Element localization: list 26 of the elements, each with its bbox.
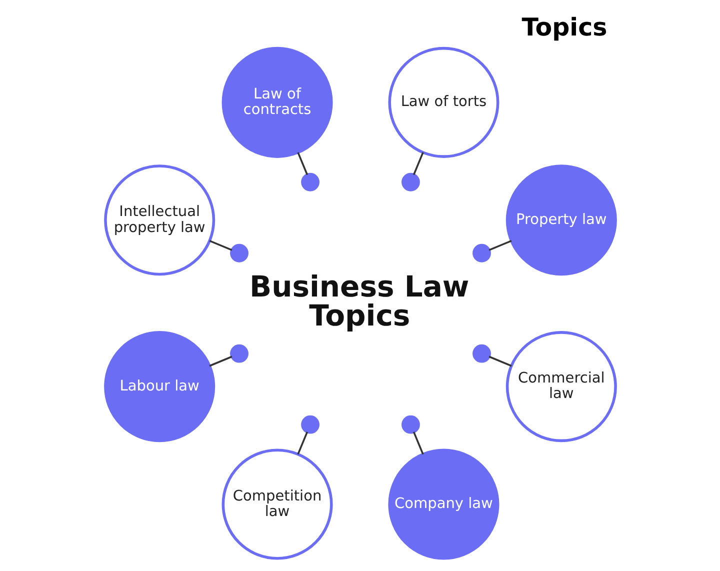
connector bbox=[488, 240, 512, 251]
node-circle: Intellectual property law bbox=[104, 164, 215, 276]
connector bbox=[488, 356, 512, 367]
connector bbox=[412, 152, 424, 176]
connector bbox=[208, 240, 232, 251]
node-circle bbox=[401, 172, 420, 192]
node-circle bbox=[472, 344, 490, 363]
node-circle: Law of torts bbox=[388, 46, 499, 158]
node-circle bbox=[230, 344, 248, 363]
node-circle bbox=[401, 415, 420, 434]
node-circle: Commercial law bbox=[505, 331, 616, 442]
connector bbox=[296, 432, 308, 455]
connector bbox=[208, 356, 232, 367]
node-circle: Labour law bbox=[104, 331, 215, 442]
connector bbox=[412, 432, 424, 455]
node-circle bbox=[300, 172, 319, 192]
node-circle: Competition law bbox=[221, 448, 332, 560]
node-circle bbox=[472, 244, 490, 262]
diagram-title: Topics bbox=[521, 12, 607, 42]
node-circle: Company law bbox=[388, 448, 499, 560]
connector bbox=[296, 152, 308, 176]
node-circle bbox=[300, 415, 319, 434]
label: Business Law Topics bbox=[248, 269, 469, 332]
node-circle: Law of contracts bbox=[221, 46, 332, 158]
node-circle: Property law bbox=[505, 164, 616, 276]
node-circle bbox=[230, 244, 248, 262]
